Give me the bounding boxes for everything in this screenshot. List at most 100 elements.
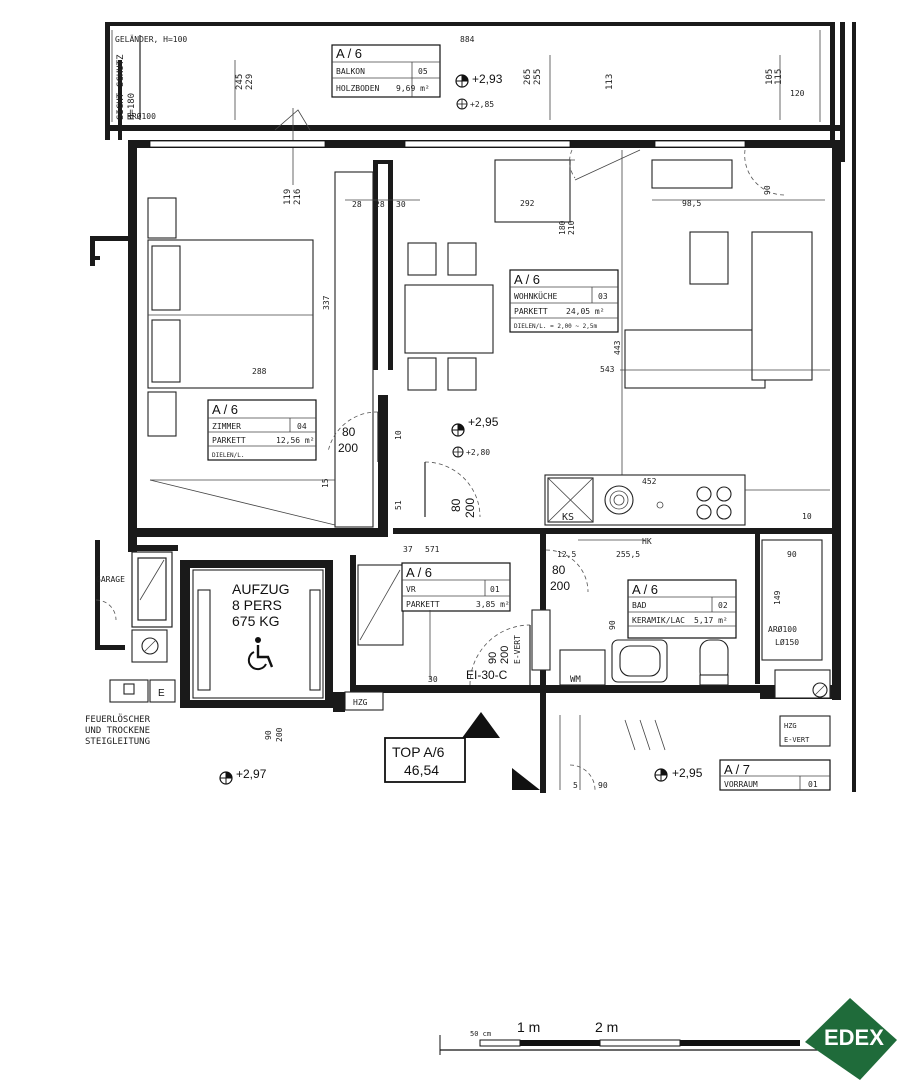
entry-door-width: 90 (487, 652, 499, 664)
washing-machine (559, 649, 606, 686)
svg-text:SICHT-: SICHT- (116, 87, 126, 120)
balcony-room-stamp: A / 6 BALKON 05 HOLZBODEN 9,69 m² (331, 44, 441, 98)
level-marker-hall: +2,97 (219, 767, 267, 785)
hall-room-stamp: A / 6 VR 01 PARKETT 3,85 m² (401, 562, 511, 612)
dim-105: 105 (765, 69, 775, 85)
bath-room-name: BAD (632, 601, 647, 610)
dim-51: 51 (394, 500, 403, 510)
dim-288: 288 (252, 367, 267, 376)
elevator-load: 675 KG (232, 613, 279, 629)
ev-label: E-VERT (784, 736, 810, 744)
unit-name: TOP A/6 (392, 744, 445, 760)
dining-table (404, 242, 494, 391)
svg-text:+2,97: +2,97 (236, 767, 267, 781)
dim-30b: 30 (428, 675, 438, 684)
bath-door-height: 200 (550, 579, 570, 593)
svg-text:+2,95: +2,95 (468, 415, 499, 429)
level-marker-balcony: +2,93 +2,85 (455, 72, 503, 110)
hall-door-width: 80 (449, 498, 463, 512)
e-box (149, 679, 176, 703)
bedroom-area: 12,56 m² (276, 436, 315, 445)
hall-room-no: 01 (490, 585, 500, 594)
bedroom-door[interactable]: 80 200 (327, 411, 379, 462)
ev-box (779, 715, 831, 747)
heating-label: HK (642, 537, 652, 546)
scale-1m: 1 m (517, 1019, 540, 1035)
fridge-label: KS (562, 512, 574, 523)
entry-door[interactable]: 90 200 EI-30-C E-VERT (466, 624, 531, 686)
unit-tag: TOP A/6 46,54 (384, 737, 466, 783)
living-room-id: A / 6 (514, 272, 540, 287)
elevator-capacity: 8 PERS (232, 597, 282, 613)
entry-arrow (462, 712, 500, 738)
bedroom-door-width: 80 (342, 425, 356, 439)
bath-floor: KERAMIK/LAC (632, 616, 685, 625)
dim-90: 90 (763, 185, 772, 195)
bedroom-room-name: ZIMMER (212, 422, 241, 431)
hall-floor: PARKETT (406, 600, 440, 609)
logo-text: EDEX (824, 1025, 884, 1050)
scale-50cm: 50 cm (470, 1030, 491, 1038)
dim-90-lift: 90 (264, 730, 273, 740)
balcony-area: 9,69 m² (396, 84, 430, 93)
balcony-room-no: 05 (418, 67, 428, 76)
dim-265: 265 (523, 69, 533, 85)
living-room-no: 03 (598, 292, 608, 301)
svg-text:E: E (158, 688, 165, 699)
hall-door-height: 200 (463, 498, 477, 518)
dim-543: 543 (600, 365, 615, 374)
dim-115: 115 (774, 69, 784, 85)
entry-door-note: E-VERT (513, 635, 522, 664)
entry-door-height: 200 (499, 646, 511, 664)
shaft-label-2: LØ150 (775, 637, 799, 647)
bedroom-room-stamp: A / 6 ZIMMER 04 PARKETT 12,56 m² DIELEN/… (207, 399, 317, 461)
balcony-room-name: BALKON (336, 67, 365, 76)
dim-571: 571 (425, 545, 440, 554)
dim-30: 30 (396, 200, 406, 209)
fire-label-2: UND TROCKENE (85, 726, 150, 736)
bath-room-id: A / 6 (632, 582, 658, 597)
dim-255: 255 (533, 69, 543, 85)
bedroom-room-no: 04 (297, 422, 307, 431)
neighbor-room-no: 01 (808, 780, 818, 789)
hall-door[interactable]: 80 200 (424, 461, 481, 518)
garage-label: GARAGE (96, 575, 125, 584)
dim-120: 120 (790, 89, 805, 98)
nightstand (147, 197, 177, 239)
svg-text:HZG: HZG (353, 698, 368, 707)
sofa (624, 231, 813, 389)
unit-area: 46,54 (404, 762, 439, 778)
dim-452: 452 (642, 477, 657, 486)
stair-arrow (512, 768, 540, 790)
svg-text:+2,95: +2,95 (672, 766, 703, 780)
fire-label-3: STEIGLEITUNG (85, 737, 150, 747)
wardrobe (334, 171, 374, 528)
dim-28a: 28 (352, 200, 362, 209)
hall-room-name: VR (406, 585, 416, 594)
dim-884: 884 (460, 35, 475, 44)
dim-245: 245 (235, 74, 245, 90)
neighbor-room-name: VORRAUM (724, 780, 758, 789)
nightstand (147, 391, 177, 437)
edex-logo: EDEX (805, 998, 897, 1080)
dim-180: 180 (558, 220, 567, 235)
dim-10b: 10 (802, 512, 812, 521)
dim-255b: 255,5 (616, 550, 640, 559)
elevator: AUFZUG 8 PERS 675 KG (192, 569, 324, 699)
railing-label: GELÄNDER, H=100 (115, 34, 187, 44)
neighbor-room-stamp: A / 7 VORRAUM 01 (719, 759, 831, 791)
bedroom-room-id: A / 6 (212, 402, 238, 417)
dim-28b: 28 (375, 200, 385, 209)
neighbor-dim: 5 (573, 781, 578, 790)
washing-machine-label: WM (570, 675, 581, 685)
living-floor: PARKETT (514, 307, 548, 316)
electric-panel (531, 609, 551, 671)
privacy-screen-label: SICHT- SCHUTZ (116, 54, 126, 120)
dim-200-lift: 200 (275, 727, 284, 742)
dim-37: 37 (403, 545, 413, 554)
bedroom-extra: DIELEN/L. (212, 452, 245, 459)
closet (494, 159, 571, 223)
elevator-label: AUFZUG (232, 581, 290, 597)
bath-door[interactable]: 80 200 (545, 549, 589, 593)
